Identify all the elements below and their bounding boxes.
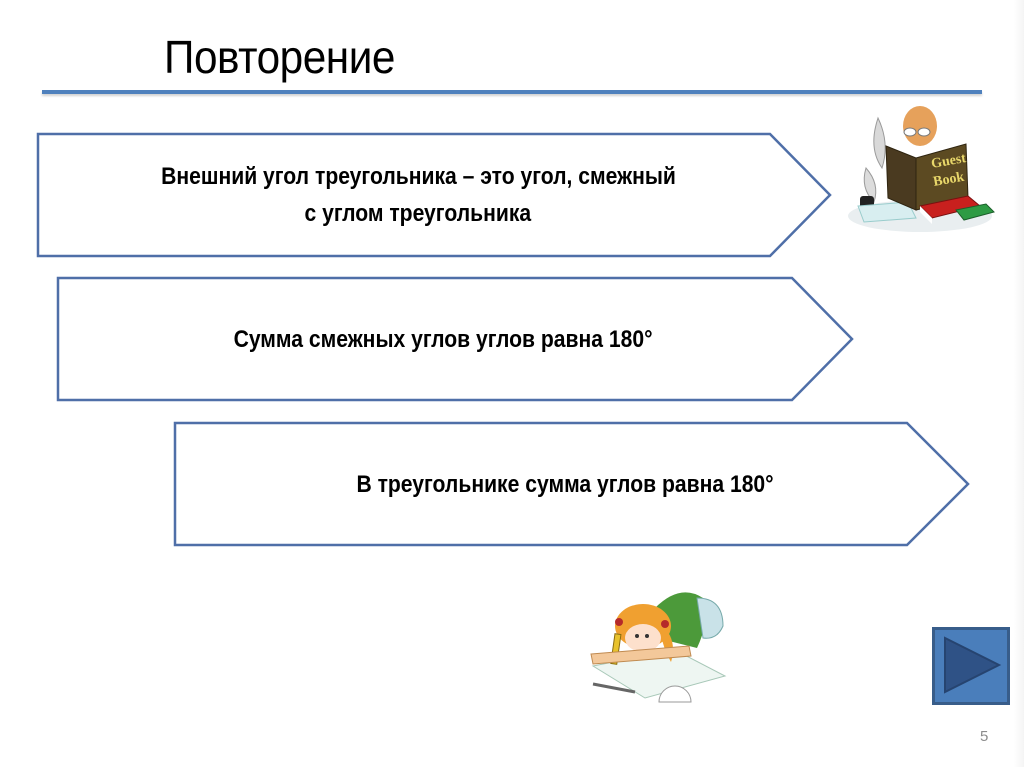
svg-text:Book: Book [932, 170, 965, 190]
page-title: Повторение [164, 31, 395, 83]
play-triangle-icon [944, 636, 1002, 694]
next-slide-button[interactable] [932, 627, 1010, 705]
page-number: 5 [980, 728, 989, 745]
guest-book-reader-image: Guest Book [838, 98, 998, 236]
statement-adjacent-angles[interactable]: Сумма смежных углов углов равна 180° [58, 278, 828, 400]
statement-1-line-1: Внешний угол треугольника – это угол, см… [160, 163, 676, 190]
statement-triangle-sum[interactable]: В треугольнике сумма углов равна 180° [175, 423, 935, 545]
statement-3-text: В треугольнике сумма углов равна 180° [356, 470, 774, 498]
statement-2-text: Сумма смежных углов углов равна 180° [233, 325, 653, 353]
statement-1-line-2: с углом треугольника [304, 200, 532, 227]
slide-edge [1014, 0, 1024, 767]
girl-drawing-icon [590, 592, 727, 703]
girl-drawing-image [585, 578, 745, 713]
statement-exterior-angle[interactable]: Внешний угол треугольника – это угол, см… [38, 134, 798, 256]
svg-text:Guest: Guest [930, 151, 967, 172]
guest-book-icon: Guest Book [848, 106, 995, 232]
title-divider [42, 90, 982, 94]
